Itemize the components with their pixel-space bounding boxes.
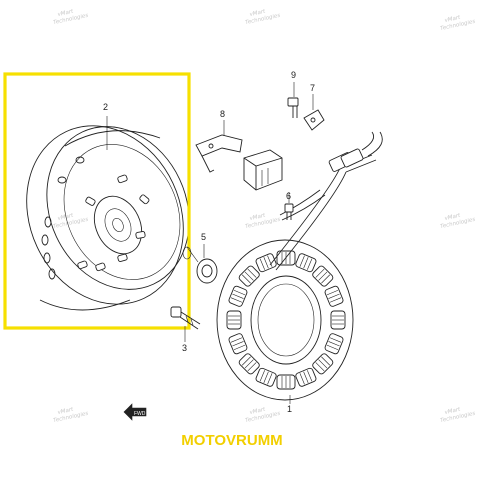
watermark: vMartTechnologies: [243, 210, 281, 230]
coil-winding: [263, 371, 269, 383]
stator-part: [216, 239, 354, 401]
coil-winding: [244, 359, 254, 369]
callout-bolt-stator: 6: [286, 191, 291, 201]
nut-part: [182, 246, 218, 284]
coil-winding: [328, 293, 340, 299]
coil-winding: [267, 255, 273, 267]
coil-winding: [232, 293, 244, 299]
coil-winding: [326, 344, 339, 350]
coil-winding: [318, 271, 328, 281]
coil-winding: [329, 337, 342, 343]
coil-winding: [230, 337, 243, 343]
coil-winding: [259, 258, 265, 270]
watermark: vMartTechnologies: [51, 210, 89, 230]
coil-winding: [318, 359, 328, 369]
watermark: vMartTechnologies: [51, 6, 89, 26]
coil-winding: [328, 341, 340, 347]
watermark: vMartTechnologies: [438, 404, 476, 424]
watermark: vMartTechnologies: [51, 404, 89, 424]
coil-winding: [299, 255, 305, 267]
callout-nut: 5: [201, 232, 206, 242]
bolt-stator-part: [284, 203, 294, 220]
callout-stator: 1: [287, 404, 292, 414]
highlight-frame: [3, 72, 191, 330]
callout-bolt-clamp: 9: [291, 70, 296, 80]
watermark: vMartTechnologies: [438, 12, 476, 32]
coil-winding: [303, 257, 309, 269]
brand-label: MOTOVRUMM: [181, 432, 282, 449]
fwd-label: FWD: [134, 411, 146, 417]
coil-winding: [267, 373, 273, 385]
coil-winding: [326, 290, 339, 296]
coil-winding: [307, 370, 313, 382]
callout-clip: 7: [310, 83, 315, 93]
watermark: vMartTechnologies: [243, 6, 281, 26]
callout-clamp: 8: [220, 109, 225, 119]
fwd-arrow: FWD: [123, 403, 147, 421]
coil-winding: [329, 297, 342, 303]
coil-winding: [241, 274, 251, 284]
coil-winding: [230, 297, 243, 303]
bolt-rotor-part: [170, 306, 201, 330]
coil-winding: [303, 371, 309, 383]
callout-rotor: 2: [103, 102, 108, 112]
clip-part: [303, 109, 325, 131]
coil-winding: [247, 362, 257, 372]
watermark: vMartTechnologies: [243, 404, 281, 424]
watermark: vMartTechnologies: [438, 210, 476, 230]
coil-winding: [263, 257, 269, 269]
wire-harness: [269, 131, 383, 271]
rotor-part: [26, 125, 190, 311]
watermark-layer: vMartTechnologies vMartTechnologies vMartT…: [51, 6, 476, 424]
callout-bolt-rotor: 3: [182, 343, 187, 353]
bolt-clamp-part: [287, 97, 299, 118]
coil-winding: [241, 356, 251, 366]
coil-winding: [307, 258, 313, 270]
coil-winding: [233, 290, 246, 296]
coil-winding: [299, 373, 305, 385]
coil-winding: [233, 344, 246, 350]
coil-winding: [259, 370, 265, 382]
coil-winding: [232, 341, 244, 347]
coil-winding: [247, 268, 257, 278]
coil-winding: [315, 268, 325, 278]
coil-winding: [315, 362, 325, 372]
coil-winding: [321, 274, 331, 284]
coil-winding: [244, 271, 254, 281]
clamp-part: [195, 134, 283, 191]
coil-winding: [321, 356, 331, 366]
